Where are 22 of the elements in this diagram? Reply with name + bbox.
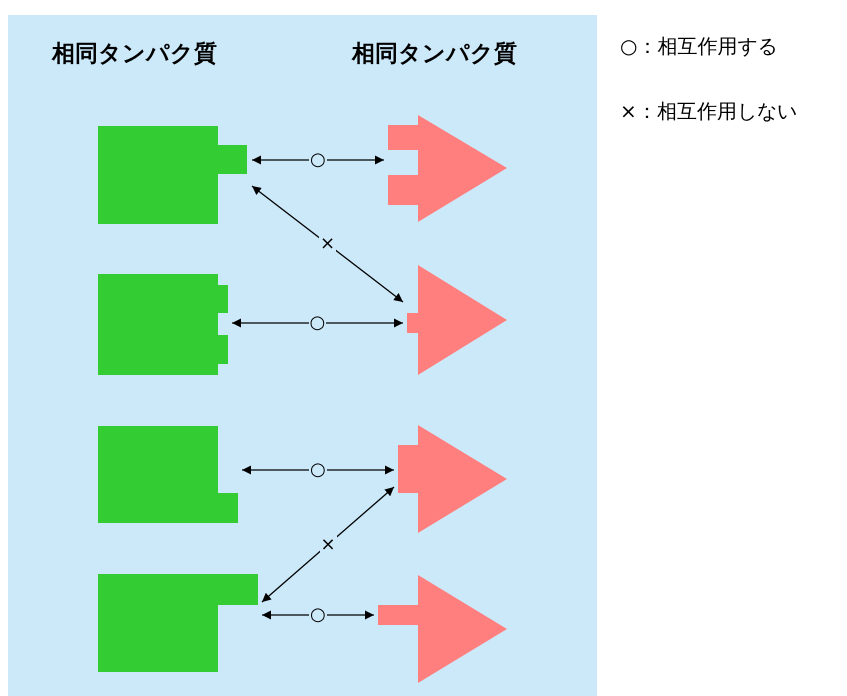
double-arrow [232,318,403,328]
column-heading: 相同タンパク質 [52,40,217,69]
double-arrow [242,466,394,474]
double-arrow [262,610,374,620]
protein-arrow-shape [398,425,507,533]
double-arrow [252,185,404,303]
protein-arrow-shape [378,575,507,683]
protein-block [98,274,228,375]
edge-label: ○ [308,314,326,332]
protein-block [98,574,258,672]
protein-arrow-shape [407,265,507,375]
double-arrow [252,156,384,164]
edge-label: × [319,235,336,253]
column-heading: 相同タンパク質 [352,40,517,69]
edge-label: ○ [309,461,327,479]
protein-arrow-shape [388,115,507,222]
legend-text: ×：相互作用しない [620,98,797,125]
double-arrow [262,486,394,602]
edge-label: ○ [309,606,327,624]
legend-text: ○：相互作用する [620,33,778,60]
protein-block [98,126,248,224]
edge-label: ○ [309,151,327,169]
